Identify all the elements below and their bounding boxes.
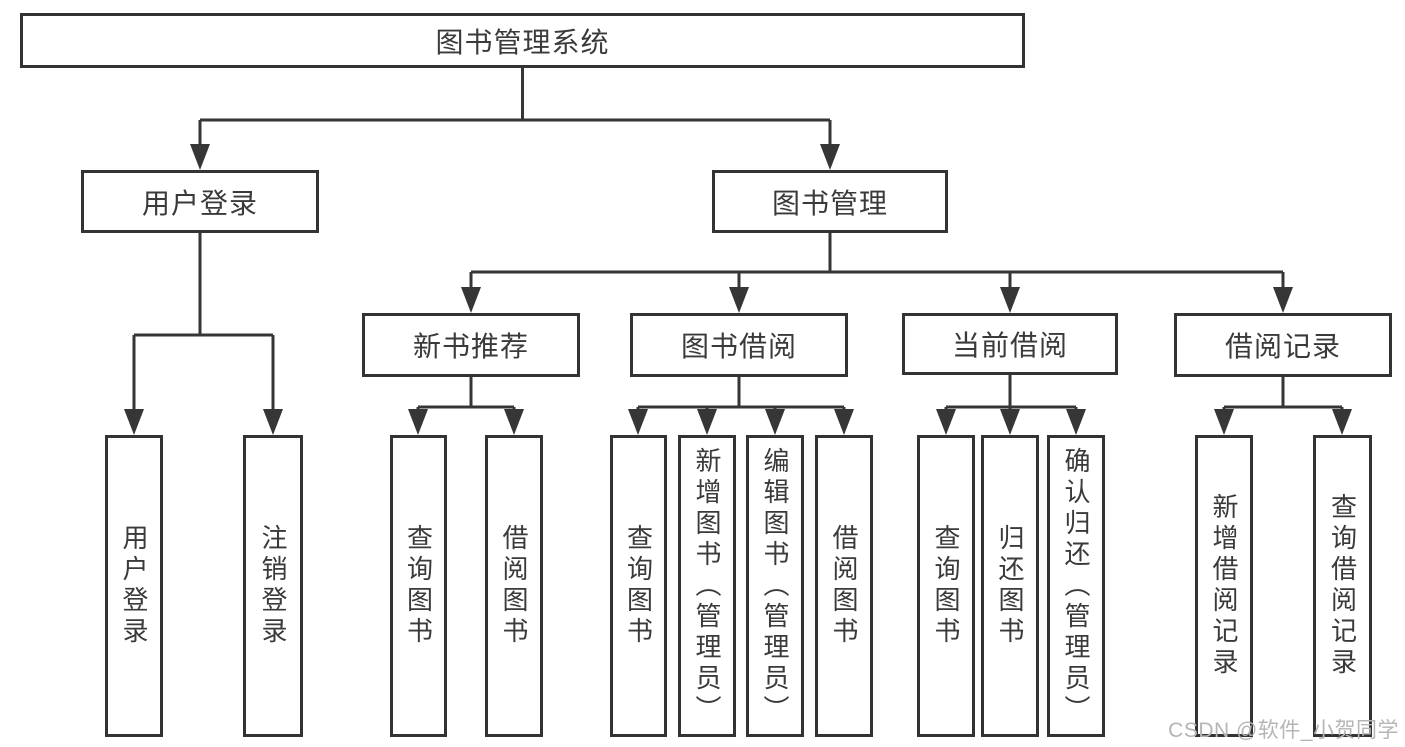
leaf-user-login-label: 用户登录 — [119, 524, 149, 648]
node-new-book-recommend-label: 新书推荐 — [412, 331, 529, 362]
leaf-query-book-borrow: 查询图书 — [610, 435, 667, 737]
leaf-confirm-return-admin: 确认归还（管理员） — [1047, 435, 1105, 737]
leaf-user-login: 用户登录 — [105, 435, 163, 737]
node-current-borrow-label: 当前借阅 — [951, 330, 1068, 361]
node-current-borrow: 当前借阅 — [902, 313, 1118, 375]
leaf-query-borrow-record-label: 查询借阅记录 — [1327, 493, 1358, 679]
leaf-edit-book-admin-label: 编辑图书（管理员） — [760, 446, 790, 726]
leaf-confirm-return-admin-label: 确认归还（管理员） — [1061, 446, 1091, 726]
node-root-library-system: 图书管理系统 — [20, 13, 1025, 68]
leaf-return-book-label: 归还图书 — [995, 524, 1025, 648]
node-user-login-label: 用户登录 — [141, 187, 258, 219]
leaf-query-book-recommend-label: 查询图书 — [403, 524, 434, 648]
leaf-edit-book-admin: 编辑图书（管理员） — [746, 435, 804, 737]
leaf-logout-label: 注销登录 — [258, 524, 288, 648]
leaf-query-book-current-label: 查询图书 — [931, 524, 961, 648]
leaf-add-book-admin: 新增图书（管理员） — [678, 435, 736, 737]
leaf-return-book: 归还图书 — [981, 435, 1039, 737]
leaf-borrow-book-label: 借阅图书 — [829, 524, 859, 648]
node-book-management-label: 图书管理 — [771, 187, 888, 219]
leaf-query-book-recommend: 查询图书 — [390, 435, 447, 737]
leaf-add-borrow-record-label: 新增借阅记录 — [1209, 493, 1239, 679]
leaf-logout: 注销登录 — [243, 435, 303, 737]
node-book-management: 图书管理 — [712, 170, 948, 233]
leaf-add-borrow-record: 新增借阅记录 — [1195, 435, 1253, 737]
node-new-book-recommend: 新书推荐 — [362, 313, 580, 377]
leaf-borrow-book: 借阅图书 — [815, 435, 873, 737]
csdn-watermark: CSDN @软件_小贺同学 — [1168, 719, 1399, 742]
node-book-borrow-label: 图书借阅 — [680, 331, 797, 362]
leaf-query-book-borrow-label: 查询图书 — [623, 524, 654, 648]
leaf-add-book-admin-label: 新增图书（管理员） — [692, 446, 722, 726]
node-borrow-records: 借阅记录 — [1174, 313, 1392, 377]
node-root-label: 图书管理系统 — [435, 26, 610, 58]
leaf-borrow-book-recommend: 借阅图书 — [485, 435, 543, 737]
node-borrow-records-label: 借阅记录 — [1224, 331, 1341, 362]
node-user-login: 用户登录 — [81, 170, 319, 233]
leaf-query-borrow-record: 查询借阅记录 — [1313, 435, 1372, 737]
node-book-borrow: 图书借阅 — [630, 313, 848, 377]
leaf-query-book-current: 查询图书 — [917, 435, 975, 737]
leaf-borrow-book-recommend-label: 借阅图书 — [499, 524, 529, 648]
